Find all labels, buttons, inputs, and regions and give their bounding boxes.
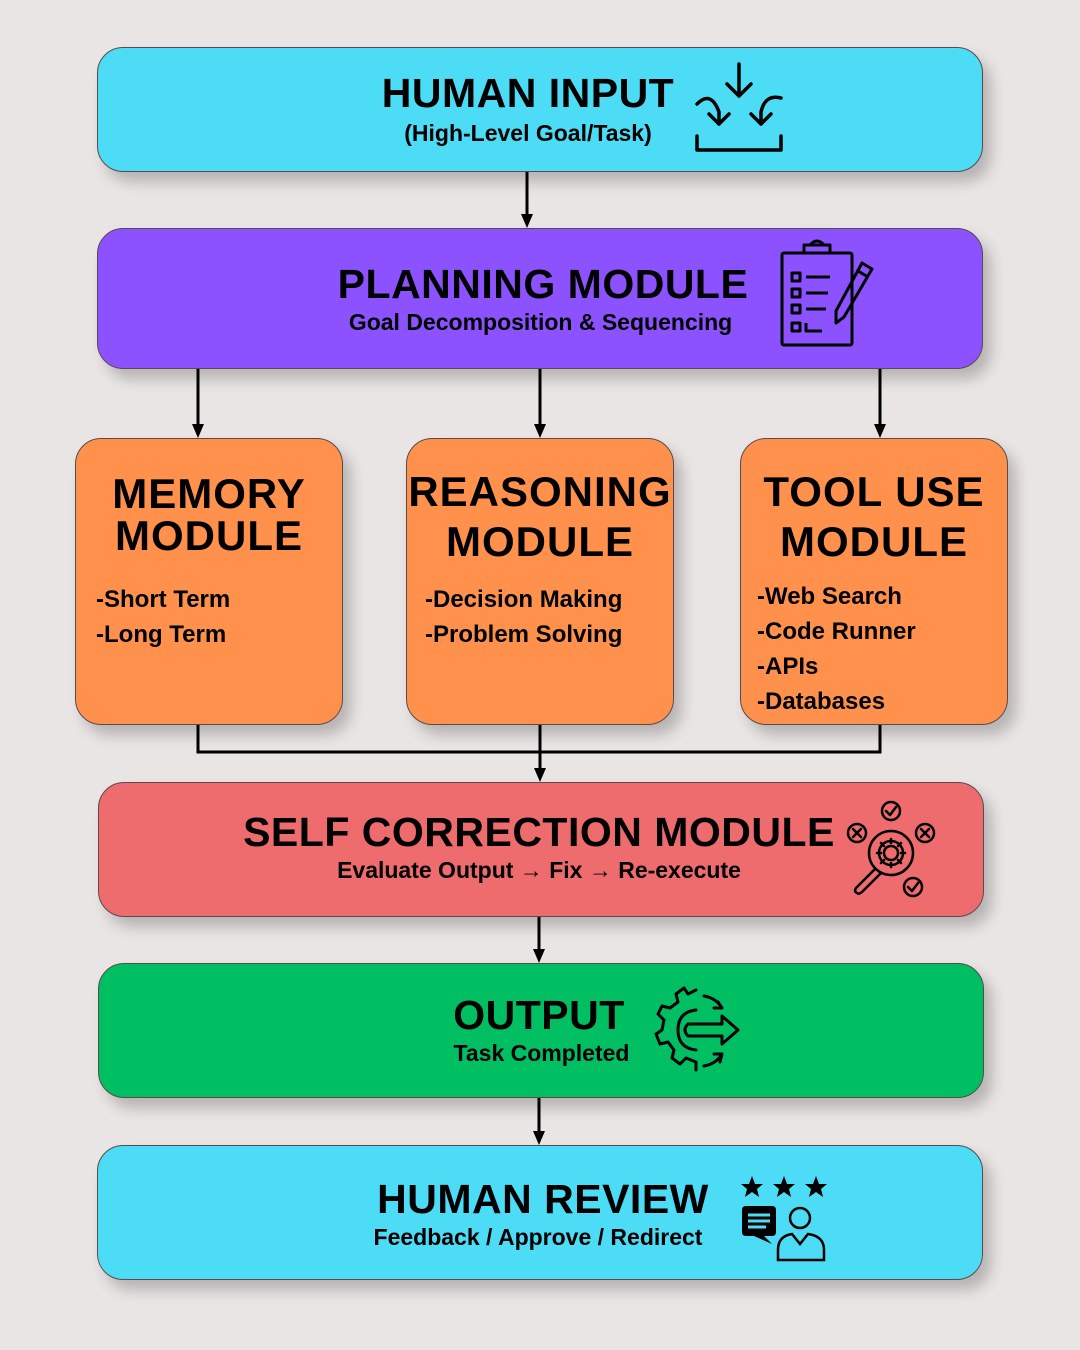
human-review-box: HUMAN REVIEW Feedback / Approve / Redire… bbox=[97, 1145, 983, 1280]
gear-magnifier-check-icon bbox=[846, 800, 936, 898]
output-box: OUTPUT Task Completed bbox=[98, 963, 984, 1098]
tool-use-item: -APIs bbox=[757, 653, 819, 680]
reasoning-items: -Decision Making -Problem Solving bbox=[425, 582, 622, 652]
chat-bubble-icon bbox=[742, 1206, 776, 1244]
tool-use-item: -Web Search bbox=[757, 583, 902, 610]
download-arrows-icon bbox=[695, 62, 783, 152]
gear-arrow-icon bbox=[654, 986, 740, 1072]
self-correction-subtitle: Evaluate Output → Fix → Re-execute bbox=[337, 857, 741, 883]
tool-use-item: -Databases bbox=[757, 688, 886, 715]
memory-title-line2: MODULE bbox=[115, 512, 303, 559]
reasoning-module-box: REASONING MODULE -Decision Making -Probl… bbox=[406, 438, 674, 725]
reasoning-item: -Decision Making bbox=[425, 586, 623, 613]
human-review-title: HUMAN REVIEW bbox=[377, 1176, 709, 1222]
human-input-title: HUMAN INPUT bbox=[381, 70, 675, 116]
human-input-box: HUMAN INPUT (High-Level Goal/Task) bbox=[97, 47, 983, 172]
reasoning-item: -Problem Solving bbox=[425, 621, 623, 648]
output-title: OUTPUT bbox=[453, 992, 625, 1038]
memory-title-line1: MEMORY bbox=[112, 470, 306, 517]
user-review-stars-icon bbox=[741, 1176, 827, 1262]
star-icon bbox=[805, 1176, 827, 1197]
memory-module-box: MEMORY MODULE -Short Term -Long Term bbox=[75, 438, 343, 725]
reasoning-title-line2: MODULE bbox=[446, 518, 634, 565]
human-review-subtitle: Feedback / Approve / Redirect bbox=[373, 1224, 703, 1250]
planning-title: PLANNING MODULE bbox=[337, 261, 749, 307]
star-icon bbox=[773, 1176, 795, 1197]
tool-use-title-line1: TOOL USE bbox=[763, 468, 985, 515]
tool-use-module-box: TOOL USE MODULE -Web Search -Code Runner… bbox=[740, 438, 1008, 725]
self-correction-title: SELF CORRECTION MODULE bbox=[243, 809, 835, 855]
clipboard-checklist-icon bbox=[780, 239, 874, 347]
self-correction-module-box: SELF CORRECTION MODULE Evaluate Output →… bbox=[98, 782, 984, 917]
tool-use-items: -Web Search -Code Runner -APIs -Database… bbox=[757, 579, 916, 719]
output-subtitle: Task Completed bbox=[453, 1040, 630, 1066]
reasoning-title-line1: REASONING bbox=[408, 468, 672, 515]
star-icon bbox=[741, 1176, 763, 1197]
memory-items: -Short Term -Long Term bbox=[96, 582, 230, 652]
memory-item: -Long Term bbox=[96, 621, 227, 648]
memory-item: -Short Term bbox=[96, 586, 231, 613]
tool-use-item: -Code Runner bbox=[757, 618, 916, 645]
tool-use-title-line2: MODULE bbox=[780, 518, 968, 565]
human-input-subtitle: (High-Level Goal/Task) bbox=[404, 120, 652, 146]
planning-subtitle: Goal Decomposition & Sequencing bbox=[348, 309, 733, 335]
planning-module-box: PLANNING MODULE Goal Decomposition & Seq… bbox=[97, 228, 983, 369]
